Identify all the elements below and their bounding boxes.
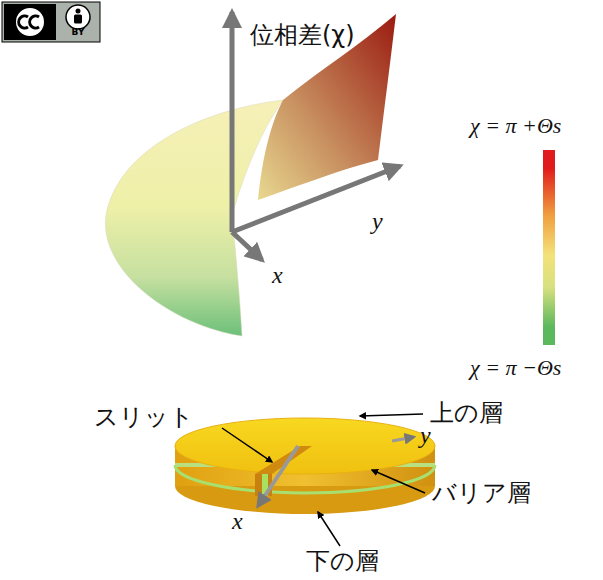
axis-label: y xyxy=(420,422,431,448)
leader-line xyxy=(222,428,272,462)
axis-label: y xyxy=(372,208,383,234)
legend-swatch xyxy=(543,150,555,168)
part-label: バリア層 xyxy=(432,480,531,506)
phase-axis xyxy=(230,12,235,232)
legend-swatch xyxy=(543,327,555,345)
legend-label: χ = π +Θs xyxy=(470,114,561,138)
part-label: スリット xyxy=(94,404,194,430)
color-bar xyxy=(543,168,555,327)
part-label: 下の層 xyxy=(306,548,379,574)
axis-label: x xyxy=(232,508,243,534)
part-label: 上の層 xyxy=(430,400,503,426)
legend-label: χ = π −Θs xyxy=(470,356,561,380)
phase-surface xyxy=(105,100,283,336)
x-axis xyxy=(232,232,262,260)
license-text: BY xyxy=(72,28,85,38)
leader-line xyxy=(318,512,340,546)
leader-line xyxy=(372,470,425,493)
leader-line xyxy=(360,414,423,416)
layered-disk xyxy=(175,418,435,514)
axis-title: 位相差(χ) xyxy=(250,22,355,48)
axis-label: x xyxy=(272,262,283,288)
license-badge xyxy=(2,2,100,42)
